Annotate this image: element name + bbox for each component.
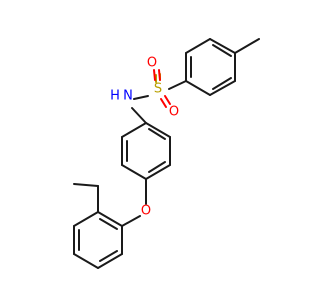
bond [164,95,171,105]
sulfonyl-group [133,69,187,108]
tolyl-ring-top [185,38,260,96]
atom-nitrogen: N [123,89,133,104]
double-bond-inner [212,77,232,90]
bond [133,95,149,100]
bond [153,69,156,81]
tolyl-ring-bottom [73,183,123,269]
molecule-structure: O O S N H O [73,38,260,269]
bond [145,164,171,180]
double-bond-inner [99,218,118,230]
atom-sulfur: S [154,82,162,97]
bond [185,38,211,54]
bond [73,211,99,227]
bond [209,80,236,96]
phenylene-ring [121,122,171,180]
bond [209,38,236,54]
atom-oxygen-right: O [169,105,179,120]
bond [97,211,123,227]
atom-hydrogen: H [110,89,120,104]
double-bond-inner [148,128,166,140]
bond [121,122,147,138]
bond [168,80,187,90]
bond [158,69,161,81]
double-bond-inner [148,161,166,173]
bond [97,253,123,269]
bond [121,215,141,227]
bond [185,80,211,96]
bond [160,98,167,108]
molecule-canvas: O O S N H O [73,38,260,269]
bond [145,122,171,138]
atom-oxygen-top: O [147,56,157,71]
double-bond-inner [212,44,232,57]
double-bond-inner [99,250,118,262]
atom-oxygen-ether: O [141,204,151,219]
bond [121,164,147,180]
methyl-bond [234,38,260,54]
methyl-bond [73,183,99,187]
bond [131,107,147,124]
bond [73,253,99,269]
